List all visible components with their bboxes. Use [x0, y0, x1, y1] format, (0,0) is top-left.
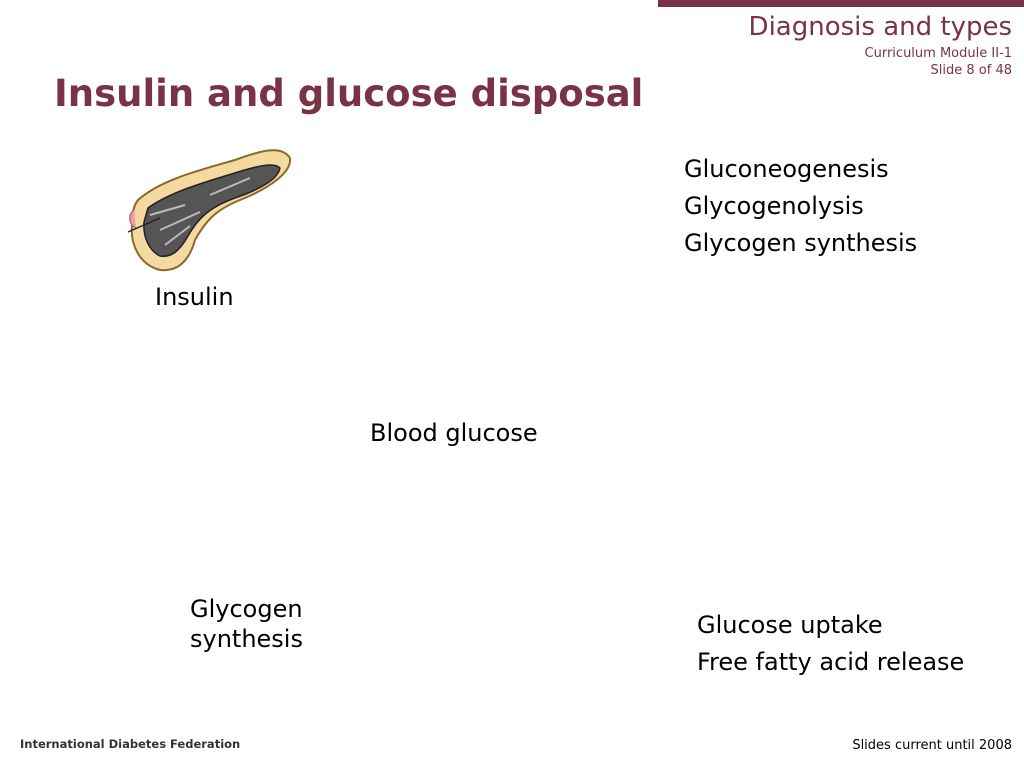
slides-current-note: Slides current until 2008: [852, 738, 1012, 753]
muscle-glycogen-label: Glycogen: [190, 595, 303, 623]
blood-glucose-label: Blood glucose: [370, 419, 538, 447]
glucose-uptake-label: Glucose uptake: [697, 611, 883, 639]
ffa-release-label: Free fatty acid release: [697, 648, 965, 676]
pancreas-illustration: [127, 149, 292, 272]
glycogenolysis-label: Glycogenolysis: [684, 192, 864, 220]
slide-number: Slide 8 of 48: [930, 63, 1012, 78]
gluconeogenesis-label: Gluconeogenesis: [684, 155, 889, 183]
liver-glycogen-synthesis-label: Glycogen synthesis: [684, 229, 918, 257]
idf-wordmark: International Diabetes Federation: [20, 737, 241, 751]
curriculum-module: Curriculum Module II-1: [864, 46, 1012, 61]
insulin-label: Insulin: [155, 283, 234, 311]
header-accent-bar: [658, 0, 1024, 7]
section-title: Diagnosis and types: [748, 12, 1012, 42]
page-title: Insulin and glucose disposal: [54, 72, 644, 115]
muscle-synthesis-label: synthesis: [190, 625, 303, 653]
